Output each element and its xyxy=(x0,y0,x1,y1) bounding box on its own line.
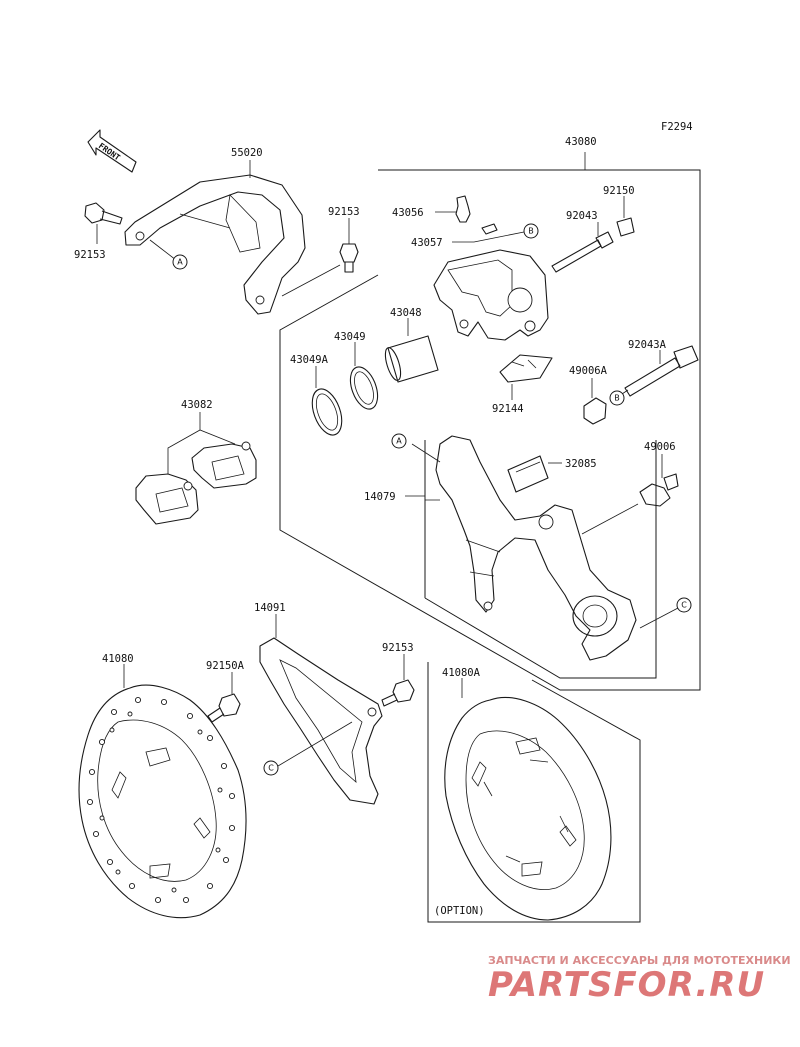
callout-a-bracket xyxy=(391,433,407,449)
boot-49006 xyxy=(581,454,679,535)
label-49006: 49006 xyxy=(644,441,676,453)
label-41080: 41080 xyxy=(102,653,134,665)
bolt-92150A xyxy=(207,672,241,723)
spring-92144 xyxy=(499,354,553,400)
caliper-bracket-14079 xyxy=(405,435,637,661)
caliper-assembly-frame xyxy=(279,152,701,691)
caliper-guard-55020 xyxy=(124,160,306,315)
label-43080: 43080 xyxy=(565,136,597,148)
label-32085: 32085 xyxy=(565,458,597,470)
callout-a-guard xyxy=(172,254,188,270)
callout-b-right-text: B xyxy=(614,394,620,403)
part-labels: 55020 92153 92153 43080 43056 43057 9215… xyxy=(74,136,676,917)
callout-c-right xyxy=(676,597,692,613)
label-92153-guard: 92153 xyxy=(328,206,360,218)
cap-43057 xyxy=(452,223,525,243)
label-92150A: 92150A xyxy=(206,660,245,672)
disc-guard-14091 xyxy=(259,614,383,805)
callout-b-top-text: B xyxy=(528,227,534,236)
seal-43049 xyxy=(349,342,379,410)
label-43048: 43048 xyxy=(390,307,422,319)
label-92153-left: 92153 xyxy=(74,249,106,261)
piston-43048 xyxy=(384,318,439,383)
label-43049: 43049 xyxy=(334,331,366,343)
seal-43049A xyxy=(311,366,343,436)
watermark-logo: PARTSFOR.RU xyxy=(488,965,765,1005)
cap-92150 xyxy=(616,196,635,237)
callout-c-lower-text: C xyxy=(268,764,274,773)
boot-49006A xyxy=(583,378,607,425)
label-55020: 55020 xyxy=(231,147,263,159)
pin-92043A xyxy=(621,345,699,397)
front-label: FRONT xyxy=(97,141,122,162)
disc-41080-holes xyxy=(86,696,236,904)
callout-b-top xyxy=(523,223,539,239)
bolt-92153-left xyxy=(84,202,123,244)
brake-pads-43082 xyxy=(135,412,257,525)
callout-c-right-text: C xyxy=(681,601,687,610)
label-92153-lower: 92153 xyxy=(382,642,414,654)
callout-a-guard-text: A xyxy=(177,258,183,267)
option-label: (OPTION) xyxy=(434,905,485,917)
caliper-body xyxy=(433,249,549,341)
label-43056: 43056 xyxy=(392,207,424,219)
callout-a-bracket-text: A xyxy=(396,437,402,446)
label-49006A: 49006A xyxy=(569,365,608,377)
plate-32085 xyxy=(507,455,562,493)
bolt-92153-lower xyxy=(381,654,415,707)
label-43082: 43082 xyxy=(181,399,213,411)
watermark-tagline: ЗАПЧАСТИ И АКСЕССУАРЫ ДЛЯ МОТОТЕХНИКИ xyxy=(488,954,791,967)
label-92150: 92150 xyxy=(603,185,635,197)
callout-b-right xyxy=(609,390,625,406)
bolt-92153-guard xyxy=(281,218,359,297)
diagram-code: F2294 xyxy=(661,121,693,133)
brake-disc-41080 xyxy=(78,664,247,919)
label-43049A: 43049A xyxy=(290,354,329,366)
label-43057: 43057 xyxy=(411,237,443,249)
front-direction-arrow: FRONT xyxy=(87,129,137,173)
callout-c-lower xyxy=(263,760,279,776)
label-92043A: 92043A xyxy=(628,339,667,351)
bleeder-valve-43056 xyxy=(435,195,471,223)
label-41080A: 41080A xyxy=(442,667,481,679)
label-14079: 14079 xyxy=(364,491,396,503)
pin-92043 xyxy=(551,222,614,273)
label-14091: 14091 xyxy=(254,602,286,614)
watermark: ЗАПЧАСТИ И АКСЕССУАРЫ ДЛЯ МОТОТЕХНИКИ PA… xyxy=(488,954,791,1005)
brake-disc-41080A xyxy=(444,696,612,921)
label-92043: 92043 xyxy=(566,210,598,222)
option-frame xyxy=(427,662,641,923)
label-92144: 92144 xyxy=(492,403,524,415)
